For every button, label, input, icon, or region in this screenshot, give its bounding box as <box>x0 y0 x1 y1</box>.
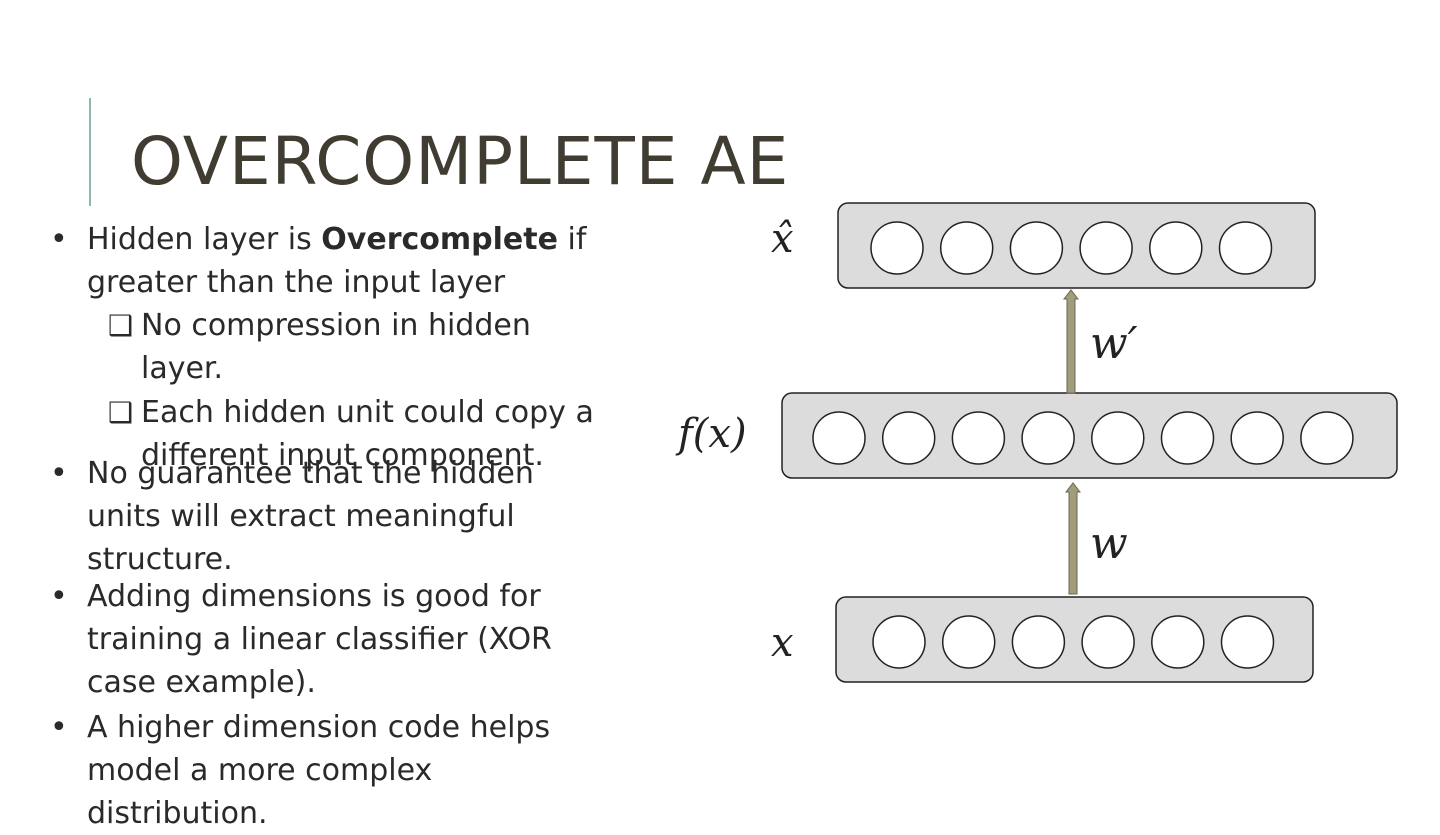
title-accent-bar <box>89 98 91 206</box>
sub-bullet-text: Each hidden unit could copy a different … <box>141 395 594 473</box>
neuron-unit <box>1160 411 1215 465</box>
bullet-text: No guarantee that the hidden units will … <box>87 456 534 577</box>
neuron-unit <box>812 411 866 465</box>
neuron-unit <box>872 615 926 669</box>
autoencoder-diagram: x̂ f(x) x w′ w <box>675 202 1398 683</box>
bullet-dot: • <box>50 579 68 614</box>
checkbox-bullet-icon: ❑ <box>108 309 134 342</box>
neuron-unit <box>881 411 936 465</box>
neuron-unit <box>1021 411 1075 465</box>
bullet-dot: • <box>50 222 68 257</box>
neuron-unit <box>1079 221 1133 275</box>
neuron-unit <box>951 411 1006 465</box>
neuron-unit <box>939 221 994 275</box>
neuron-unit <box>1091 411 1145 465</box>
neuron-unit <box>1218 221 1273 275</box>
decoder-weight-label: w′ <box>1090 318 1138 369</box>
neuron-unit <box>1149 221 1203 275</box>
slide-title: OVERCOMPLETE AE <box>131 123 790 200</box>
encoder-weight-label: w <box>1090 518 1128 569</box>
bullet-text: Hidden layer is Overcomplete if greater … <box>87 222 587 300</box>
sub-bullet-text: No compression in hidden layer. <box>141 308 531 386</box>
neuron-unit <box>1011 615 1066 669</box>
bullet-dot: • <box>50 456 68 491</box>
bullet-text: Adding dimensions is good for training a… <box>87 579 552 700</box>
input-layer-label: x <box>771 620 794 666</box>
checkbox-bullet-icon: ❑ <box>108 396 134 429</box>
neuron-unit <box>1230 411 1284 465</box>
hidden-layer <box>781 392 1398 479</box>
neuron-unit <box>941 615 996 669</box>
hidden-layer-label: f(x) <box>675 411 747 457</box>
bullet-bold-term: Overcomplete <box>321 222 558 257</box>
neuron-unit <box>1151 615 1205 669</box>
output-layer <box>837 202 1316 289</box>
neuron-unit <box>1220 615 1275 669</box>
output-layer-label: x̂ <box>771 216 794 262</box>
neuron-unit <box>870 221 924 275</box>
neuron-unit <box>1009 221 1064 275</box>
neuron-unit <box>1081 615 1135 669</box>
decoder-weight-arrow <box>1062 289 1080 394</box>
neuron-unit <box>1300 411 1354 465</box>
input-layer <box>835 596 1314 683</box>
encoder-weight-arrow <box>1064 482 1082 595</box>
bullet-dot: • <box>50 710 68 745</box>
